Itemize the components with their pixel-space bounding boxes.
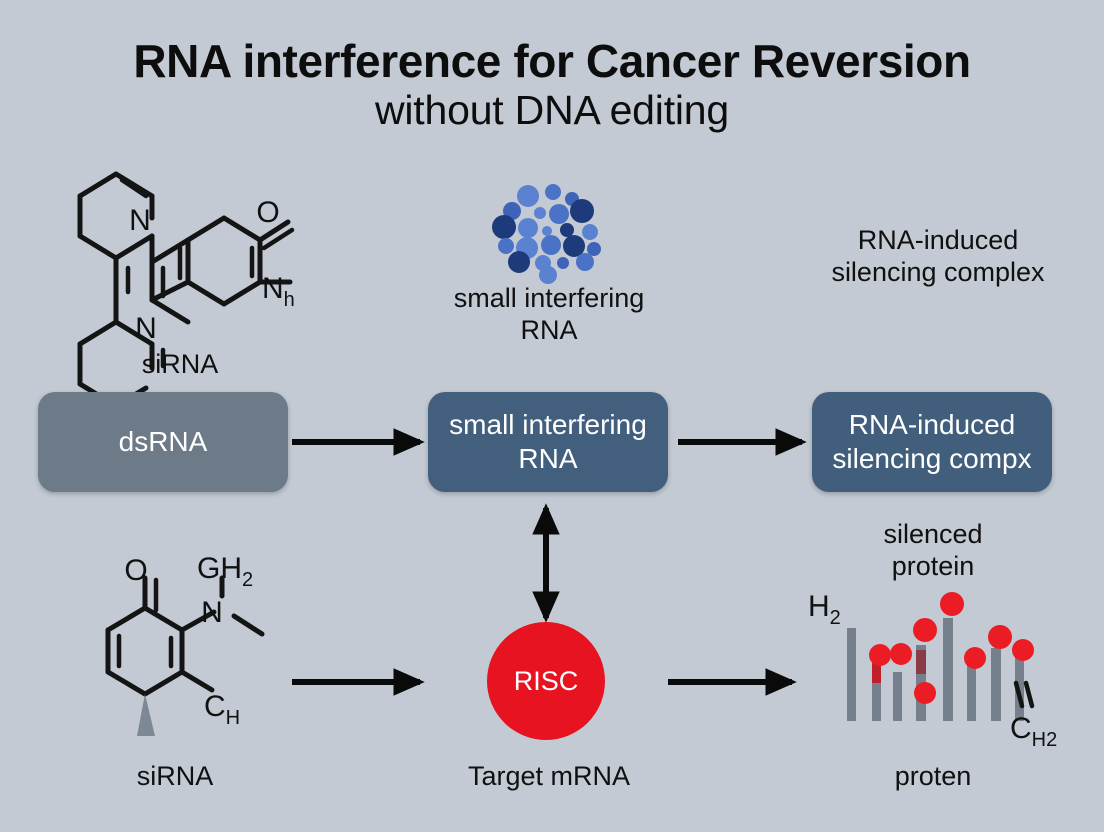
sirna-dot — [518, 218, 538, 238]
sirna-dot — [542, 226, 552, 236]
sirna-dot — [557, 257, 569, 269]
title-line-2: without DNA editing — [374, 86, 729, 133]
sirna-dot — [563, 235, 585, 257]
sirna-dot — [492, 215, 516, 239]
box-small-interfering-rna[interactable]: small interfering RNA — [428, 392, 668, 492]
sirna-dot — [587, 242, 601, 256]
caption-target-mrna: Target mRNA — [467, 761, 631, 791]
sirna-dot — [534, 207, 546, 219]
caption-rna-induced-silencing-complex: RNA-induced silencing complex — [831, 225, 1045, 288]
sirna-dot — [516, 237, 538, 259]
sirna-dot — [549, 204, 569, 224]
sirna-dot — [517, 185, 539, 207]
sirna-dot — [498, 238, 514, 254]
sirna-dot — [508, 251, 530, 273]
title-line-1: RNA interference for Cancer Reversion — [133, 35, 971, 87]
box-rna-induced-silencing-complex[interactable]: RNA-induced silencing compx — [812, 392, 1052, 492]
caption-proten: proten — [894, 761, 972, 791]
caption-silenced-protein: silenced protein — [883, 519, 983, 582]
caption-small-interfering-rna: small interfering RNA — [453, 283, 645, 346]
caption-sirna-bottom: siRNA — [136, 761, 214, 791]
sirna-dot — [576, 253, 594, 271]
sirna-dot — [582, 224, 598, 240]
sirna-dot — [570, 199, 594, 223]
box-dsrna[interactable]: dsRNA — [38, 392, 288, 492]
risc-circle[interactable]: RISC — [487, 622, 605, 740]
sirna-dot — [545, 184, 561, 200]
sirna-dot — [541, 235, 561, 255]
page-title: RNA interference for Cancer Reversion wi… — [0, 35, 1104, 133]
sirna-dot — [503, 202, 521, 220]
sirna-dot — [535, 255, 551, 271]
caption-sirna-top: siRNA — [141, 349, 219, 379]
sirna-dot — [565, 192, 579, 206]
sirna-dot — [560, 223, 574, 237]
